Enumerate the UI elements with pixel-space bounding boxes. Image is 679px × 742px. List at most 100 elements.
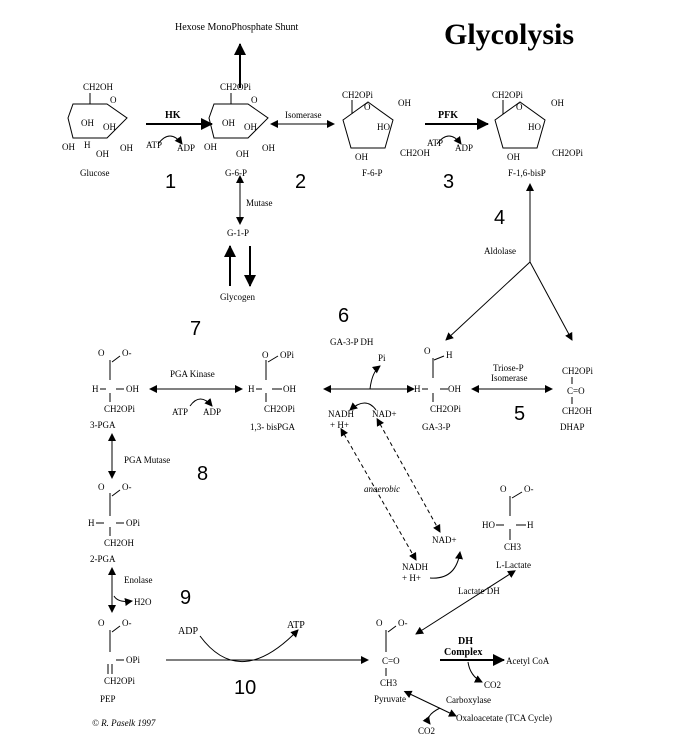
svg-text:O-: O- [398,618,408,628]
step1-adp: ADP [177,143,195,153]
step1-atp: ATP [146,140,162,150]
step-7-number: 7 [190,318,201,340]
ldh-hplus: + H+ [402,573,421,583]
svg-text:OH: OH [283,384,296,394]
svg-text:OH: OH [120,143,133,153]
svg-text:O: O [500,484,507,494]
svg-text:H: H [92,384,99,394]
dh-label: DH [458,636,473,647]
bpga-structure: O OPi H OH CH2OPi [248,350,296,414]
svg-text:HO: HO [528,122,541,132]
complex-label: Complex [444,647,482,658]
svg-text:CH2OH: CH2OH [400,148,431,158]
svg-text:CH2OPi: CH2OPi [562,366,594,376]
svg-text:OPi: OPi [126,655,141,665]
svg-text:OH: OH [448,384,461,394]
svg-text:CH2OPi: CH2OPi [552,148,584,158]
aldolase-label: Aldolase [484,246,516,256]
svg-text:OH: OH [62,142,75,152]
pfk-label: PFK [438,110,458,121]
g1p-label: G-1-P [227,228,249,238]
triose-label-2: Isomerase [491,373,527,383]
svg-text:OH: OH [398,98,411,108]
step6-nadh: NADH [328,409,354,419]
step10-atp-curve [199,629,299,662]
step6-hplus: + H+ [330,420,349,430]
pga-kinase-label: PGA Kinase [170,369,215,379]
mutase-label: Mutase [246,198,273,208]
step3-adp: ADP [455,143,473,153]
svg-text:O: O [98,348,105,358]
step-1-number: 1 [165,171,176,193]
svg-text:C=O: C=O [382,656,400,666]
shunt-label: Hexose MonoPhosphate Shunt [175,22,299,33]
copyright-label: © R. Paselk 1997 [92,718,156,728]
svg-text:OH: OH [96,149,109,159]
svg-text:OH: OH [126,384,139,394]
carboxylase-co2: CO2 [418,726,435,736]
svg-text:H: H [414,384,421,394]
dh-co2: CO2 [484,680,501,690]
oxaloacetate-label: Oxaloacetate (TCA Cycle) [456,713,552,723]
pyruvate-structure: O O- C=O CH3 [376,618,408,688]
svg-text:H: H [84,140,91,150]
step-2-number: 2 [295,171,306,193]
svg-text:CH2OH: CH2OH [104,538,135,548]
svg-text:HO: HO [482,520,495,530]
svg-text:CH3: CH3 [504,542,522,552]
step-10-number: 10 [234,677,256,699]
glucose-label: Glucose [80,168,110,178]
anaerobic-nad-dashed [376,417,441,533]
f16bp-structure: CH2OPi O HO OH OH CH2OPi [492,90,584,162]
svg-text:O-: O- [122,348,132,358]
svg-text:H: H [88,518,95,528]
svg-text:O: O [516,102,523,112]
svg-text:O: O [251,95,258,105]
svg-text:O-: O- [122,482,132,492]
step-3-number: 3 [443,171,454,193]
step6-pi-curve [369,365,381,390]
f6p-label: F-6-P [362,168,383,178]
svg-text:OH: OH [204,142,217,152]
svg-text:OH: OH [262,143,275,153]
ga3pdh-label: GA-3-P DH [330,337,374,347]
svg-text:O: O [98,482,105,492]
svg-text:CH2OH: CH2OH [83,82,114,92]
svg-text:O: O [364,102,371,112]
svg-text:C=O: C=O [567,386,585,396]
isomerase-label: Isomerase [285,110,321,120]
svg-text:OPi: OPi [280,350,295,360]
svg-text:H: H [527,520,534,530]
svg-text:OH: OH [236,149,249,159]
f16bp-label: F-1,6-bisP [508,168,546,178]
dhap-label: DHAP [560,422,585,432]
bpga-label: 1,3- bisPGA [250,422,296,432]
step-6-number: 6 [338,305,349,327]
pep-label: PEP [100,694,116,704]
svg-text:O: O [376,618,383,628]
aldolase-ga3p-arrow [445,261,531,341]
hk-label: HK [165,110,181,121]
glycogen-label: Glycogen [220,292,255,302]
svg-text:O: O [424,346,431,356]
pep-structure: O O- OPi CH2OPi [98,618,141,686]
svg-text:CH2OPi: CH2OPi [104,676,136,686]
svg-text:CH2OPi: CH2OPi [430,404,462,414]
step7-atp: ATP [172,407,188,417]
step6-nad: NAD+ [372,409,397,419]
step-9-number: 9 [180,587,191,609]
lactate-label: L-Lactate [496,560,531,570]
f6p-structure: CH2OPi O HO OH OH CH2OH [342,90,431,162]
svg-text:CH2OPi: CH2OPi [104,404,136,414]
svg-text:H: H [446,350,453,360]
svg-text:O-: O- [524,484,534,494]
ldh-nadh: NADH [402,562,428,572]
step3-atp-curve [436,135,462,145]
svg-text:O: O [110,95,117,105]
svg-text:HO: HO [377,122,390,132]
pga3-label: 3-PGA [90,420,116,430]
acetylcoa-label: Acetyl CoA [506,656,550,666]
diagram-title: Glycolysis [444,18,574,51]
g6p-label: G-6-P [225,168,247,178]
